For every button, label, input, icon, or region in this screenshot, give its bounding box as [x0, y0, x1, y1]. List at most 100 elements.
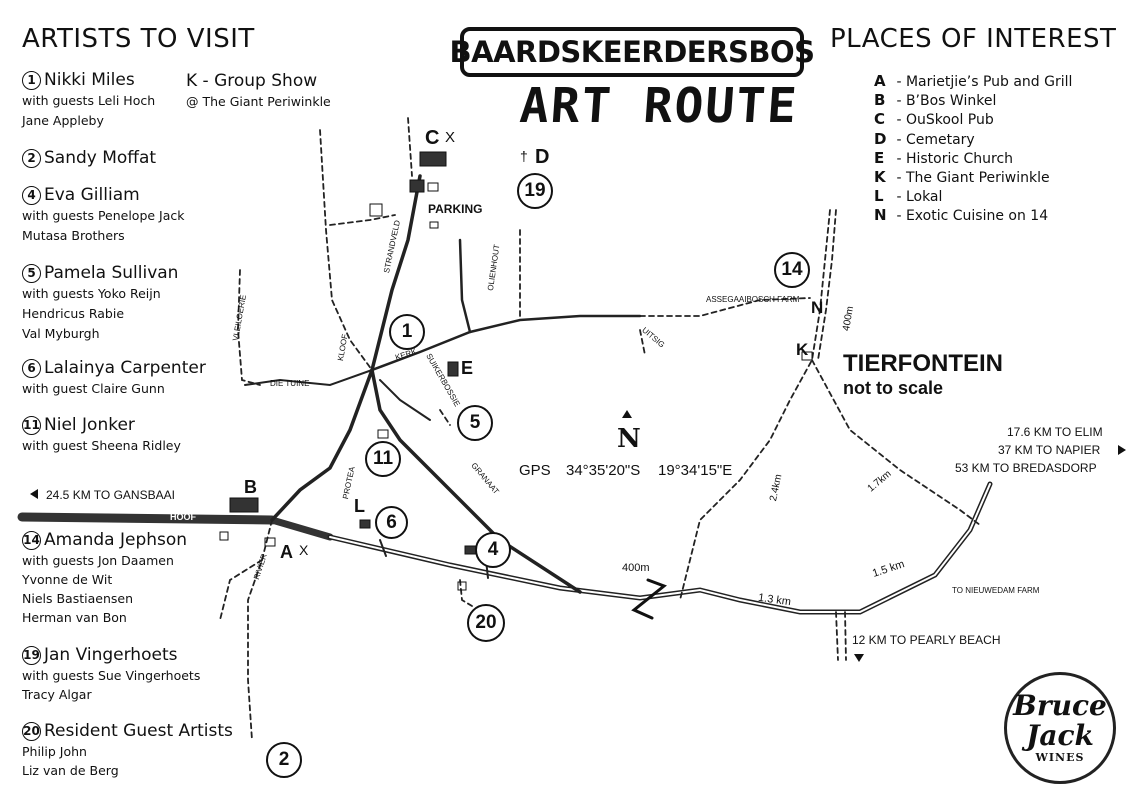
marker-14[interactable]: 14: [774, 252, 810, 288]
place-letter: B: [874, 91, 886, 110]
artist-guest: Niels Bastiaensen: [22, 591, 133, 606]
artist-name: Nikki Miles: [44, 70, 135, 90]
west-arrow: [30, 489, 38, 499]
map-letter-b: B: [244, 477, 257, 497]
marker-1[interactable]: 1: [389, 314, 425, 350]
artist-guest: Herman van Bon: [22, 610, 127, 625]
place-name: - The Giant Periwinkle: [892, 169, 1050, 186]
road-break-symbol: [631, 578, 667, 620]
place-name: - Historic Church: [892, 150, 1014, 167]
artist-name: Resident Guest Artists: [44, 721, 233, 741]
map-letter-d: D: [535, 146, 550, 168]
track-5: [439, 409, 451, 426]
marker-6[interactable]: 6: [375, 506, 408, 539]
artist-guest: Yvonne de Wit: [22, 572, 113, 587]
town-label: TIERFONTEIN: [843, 350, 1003, 377]
artist-name: Amanda Jephson: [44, 530, 188, 550]
strandveld-road: [270, 174, 422, 522]
place-name: - Exotic Cuisine on 14: [892, 208, 1049, 225]
direction-pearly-beach: 12 KM TO PEARLY BEACH: [852, 633, 1001, 647]
main-road-inner: [329, 483, 991, 613]
track-pearly-b: [844, 611, 847, 661]
lokal-icon: [359, 519, 371, 529]
title-box: BAARDSKEERDERSBOS: [450, 27, 815, 77]
place-letter: D: [874, 129, 887, 148]
place-name: - OuSkool Pub: [892, 112, 994, 129]
north-letter: N: [617, 424, 641, 454]
artist-guest: Hendricus Rabie: [22, 306, 125, 321]
marker-5[interactable]: 5: [457, 405, 493, 441]
artist-number: 2: [22, 148, 41, 168]
parking-icon: [409, 179, 425, 193]
main-road-outer: [327, 481, 993, 615]
map-letter-k: K: [796, 340, 809, 359]
church-icon: [447, 361, 459, 377]
artist-guest: with guests Leli Hoch: [22, 93, 156, 108]
logo-line-2: Jack: [1026, 719, 1094, 752]
place-item: B - B’Bos Winkel: [874, 91, 1072, 110]
marker-11[interactable]: 11: [365, 441, 401, 477]
bruce-jack-logo: Bruce Jack WINES: [1004, 672, 1116, 784]
hoof-road-thick: [17, 512, 277, 525]
place-letter: L: [874, 187, 884, 206]
artist-number: 1: [22, 70, 41, 90]
place-item: K - The Giant Periwinkle: [874, 168, 1072, 187]
gps-longitude: 19°34'15"E: [658, 462, 733, 479]
hoof-road-segment: [268, 516, 334, 541]
marker-4[interactable]: 4: [475, 532, 511, 568]
place-item: A - Marietjie’s Pub and Grill: [874, 72, 1072, 91]
artist-number: 5: [22, 263, 41, 283]
artist-name: Jan Vingerhoets: [44, 645, 178, 665]
die-tuine-road: [244, 369, 373, 387]
direction-napier: 37 KM TO NAPIER: [998, 443, 1101, 457]
artist-guest: with guest Claire Gunn: [22, 381, 165, 396]
track-20: [459, 579, 473, 607]
house-icon-11: [377, 429, 389, 439]
uitsig-track: [639, 329, 646, 356]
parking-label: PARKING: [428, 202, 483, 216]
kerk-road: [370, 314, 642, 372]
artist-name: Eva Gilliam: [44, 185, 140, 205]
marker-2[interactable]: 2: [266, 742, 302, 778]
group-show: K - Group Show @ The Giant Periwinkle: [186, 71, 331, 109]
logo-line-3: WINES: [1035, 751, 1085, 764]
place-letter: C: [874, 110, 886, 129]
vleiloerie-track: [237, 269, 261, 386]
building-icon: [369, 203, 383, 217]
periwinkle-icon: [801, 351, 813, 361]
rivier-track: [247, 519, 273, 741]
track-pearly: [835, 611, 839, 661]
place-letter: N: [874, 206, 887, 225]
direction-elim: 17.6 KM TO ELIM: [1007, 425, 1103, 439]
track-parking: [407, 117, 413, 177]
marker-19[interactable]: 19: [517, 173, 553, 209]
group-show-venue: @ The Giant Periwinkle: [186, 94, 331, 109]
artist-guest: with guest Sheena Ridley: [22, 438, 181, 453]
artist-guest: Val Myburgh: [22, 326, 100, 341]
place-name: - Lokal: [892, 189, 943, 206]
logo-line-1: Bruce: [1013, 689, 1107, 722]
group-show-title: K - Group Show: [186, 71, 318, 91]
place-item: L - Lokal: [874, 187, 1072, 206]
marker-20[interactable]: 20: [467, 604, 505, 642]
artist-name: Sandy Moffat: [44, 148, 157, 168]
house-icon-a: [219, 531, 229, 541]
olienhout-road: [458, 238, 472, 334]
places-list: A - Marietjie’s Pub and Grill B - B’Bos …: [874, 72, 1072, 226]
subtitle-art-route: ART ROUTE: [518, 78, 801, 134]
place-name: - B’Bos Winkel: [892, 93, 997, 110]
cross-icon-c: X: [445, 129, 456, 146]
artist-guest: with guests Penelope Jack: [22, 208, 185, 223]
pub-icon: [264, 537, 276, 547]
direction-bredasdorp: 53 KM TO BREDASDORP: [955, 461, 1097, 475]
artist-number: 20: [22, 721, 41, 741]
map-letter-a: A: [280, 542, 293, 562]
map-letter-l: L: [354, 496, 365, 516]
house-icon-20: [457, 581, 467, 591]
